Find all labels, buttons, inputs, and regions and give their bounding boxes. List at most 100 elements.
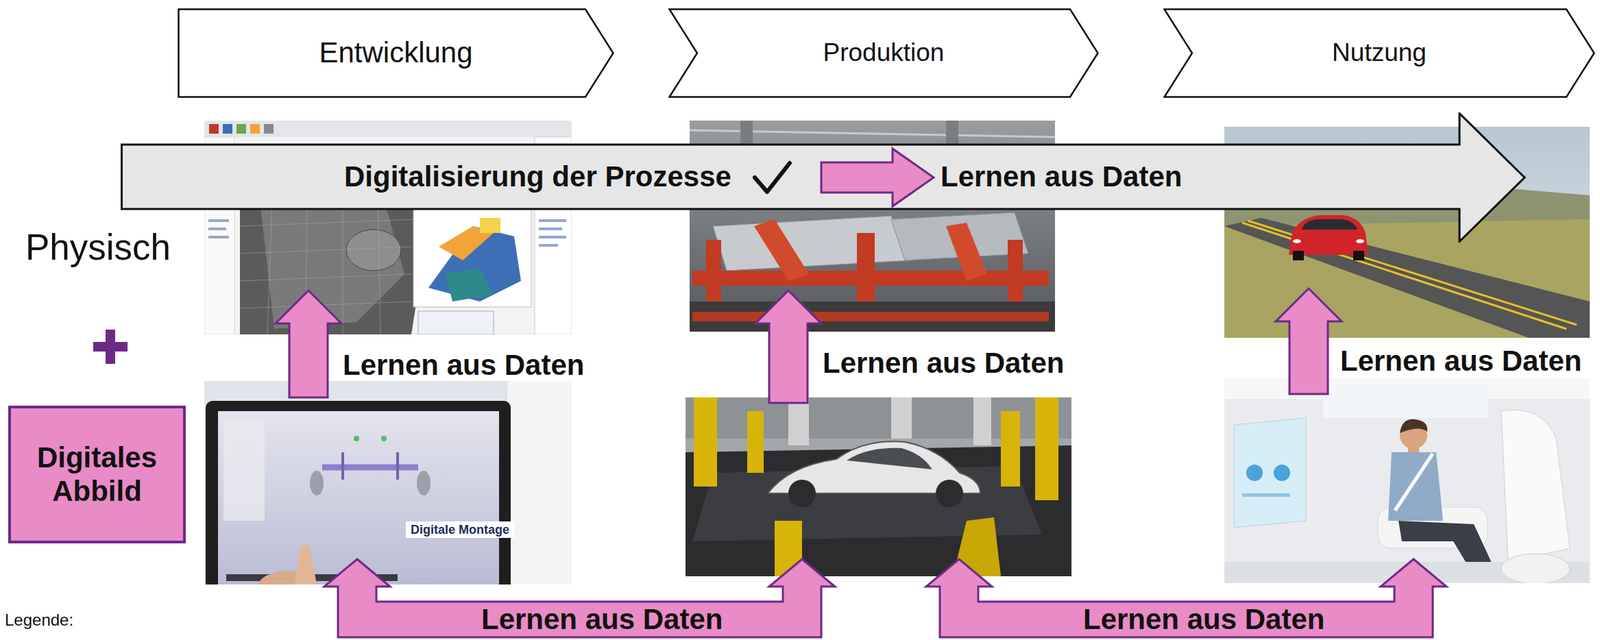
check-mark: [754, 163, 790, 192]
interior-photo-part: [1323, 383, 1488, 419]
road-photo-part: [1292, 239, 1302, 244]
band-shape: [122, 113, 1526, 242]
interior-photo-part: [1501, 409, 1570, 563]
digital-twin-box: Digitales Abbild: [8, 405, 186, 544]
interior-photo-part: [1273, 464, 1291, 482]
phase-chevron: Nutzung: [1163, 8, 1596, 99]
text-column: Produktion: [823, 38, 945, 68]
phase-title: Entwicklung: [318, 36, 473, 70]
phase-title: Produktion: [823, 38, 945, 68]
arrow-label: Lernen aus Daten: [481, 605, 723, 635]
factory-photo-part: [754, 219, 809, 282]
cad-screenshot-part: [209, 124, 219, 134]
tablet-photo-part: [294, 544, 317, 585]
arrow-label: Lernen aus Daten: [1083, 605, 1325, 635]
legend-heading: Legende:: [4, 612, 74, 629]
simulation-photo-part: [973, 397, 992, 446]
arrow-label: Lernen aus Daten: [342, 350, 585, 380]
pink-arrow: [821, 148, 934, 207]
cad-screenshot-part: [479, 217, 501, 234]
band-arrow: [120, 112, 1526, 243]
cad-screenshot-part: [418, 311, 494, 335]
tablet-photo-part: [309, 470, 324, 496]
pink-arrow-part: [926, 559, 1447, 638]
interior-photo-part: [1224, 378, 1590, 584]
phase-title: Nutzung: [1331, 38, 1427, 68]
factory-photo-part: [692, 311, 1049, 322]
chevron-shape: [1164, 9, 1595, 98]
text-column: Entwicklung: [318, 36, 473, 70]
interior-photo-part: [1242, 493, 1291, 498]
simulation-photo-part: [846, 448, 933, 470]
road-photo-part: [1292, 250, 1304, 261]
road-photo-part: [1301, 219, 1358, 230]
cad-screenshot-part: [250, 124, 260, 134]
interior-photo-part: [1388, 452, 1444, 521]
cad-screenshot-part: [260, 198, 405, 330]
arrow-label: Lernen aus Daten: [822, 348, 1064, 378]
factory-photo-part: [946, 222, 988, 282]
cad-screenshot-part: [208, 235, 229, 239]
cad-screenshot-part: [208, 219, 229, 223]
factory-photo-part: [712, 215, 912, 271]
band-text: Digitalisierung der Prozesse: [344, 160, 732, 194]
box-title: Digitales Abbild: [17, 441, 177, 508]
tablet-photo-part: [322, 464, 419, 471]
road-photo-part: [1224, 188, 1590, 338]
simulation-photo-part: [935, 479, 964, 508]
simulation-photo-part: [788, 397, 809, 446]
arrow-label: Lernen aus Daten: [1340, 346, 1582, 376]
tablet-photo-part: [396, 452, 399, 480]
interior-photo-part: [1233, 418, 1306, 528]
tablet-photo-part: [416, 470, 431, 496]
tablet-photo-part: [341, 452, 345, 480]
pink-arrow-part: [1275, 288, 1342, 395]
pink-arrow-part: [324, 559, 835, 638]
cad-screenshot-part: [538, 227, 563, 231]
simulation-photo-part: [788, 479, 816, 508]
road-photo-part: [1353, 250, 1365, 261]
pink-arrow-part: [275, 290, 342, 398]
factory-photo-part: [689, 301, 1056, 332]
simulation-photo-part: [891, 397, 912, 439]
tablet-photo-part: [205, 401, 511, 585]
text-column: Digitales Abbild: [17, 441, 177, 508]
cad-screenshot-part: [346, 229, 402, 271]
cad-screenshot-part: [222, 124, 233, 134]
row-label: Physisch: [25, 228, 171, 266]
cad-screenshot-part: [263, 124, 274, 134]
simulation-photo-part: [693, 397, 718, 487]
text-column: Nutzung: [1331, 38, 1427, 68]
cad-screenshot-part: [204, 120, 572, 138]
tablet-photo-part: [353, 435, 360, 442]
simulation-photo-part: [685, 397, 1072, 577]
interior-photo-part: [1395, 453, 1433, 511]
cad-screenshot-part: [445, 267, 494, 302]
tablet-photo: [204, 381, 572, 585]
cad-screenshot-part: [236, 124, 247, 134]
interior-photo-part: [1246, 464, 1263, 482]
chevron-shape: [178, 9, 614, 98]
process-band: Digitalisierung der Prozesse Lernen aus D…: [120, 112, 1526, 243]
tablet-photo-part: [507, 381, 572, 585]
cad-screenshot-part: [538, 235, 567, 239]
simulation-photo-part: [747, 411, 764, 474]
road-photo-part: [1355, 239, 1365, 244]
simulation-photo-part: [1035, 397, 1059, 501]
pink-arrow-part: [755, 290, 822, 404]
simulation-photo-part: [1000, 411, 1021, 487]
interior-photo: [1224, 378, 1590, 584]
photo-caption: Digitale Montage: [405, 521, 515, 539]
tablet-photo-part: [223, 418, 265, 521]
phase-chevron: Entwicklung: [177, 8, 615, 99]
cad-screenshot-part: [208, 227, 227, 231]
interior-photo-part: [1501, 553, 1570, 584]
tablet-photo-part: [217, 411, 500, 585]
interior-photo-part: [1399, 419, 1428, 434]
band-text: Lernen aus Daten: [940, 160, 1182, 194]
pink-arrow: [275, 288, 1447, 638]
cad-screenshot-part: [428, 226, 521, 302]
road-photo-part: [1288, 215, 1369, 256]
cad-screenshot-part: [413, 205, 532, 308]
